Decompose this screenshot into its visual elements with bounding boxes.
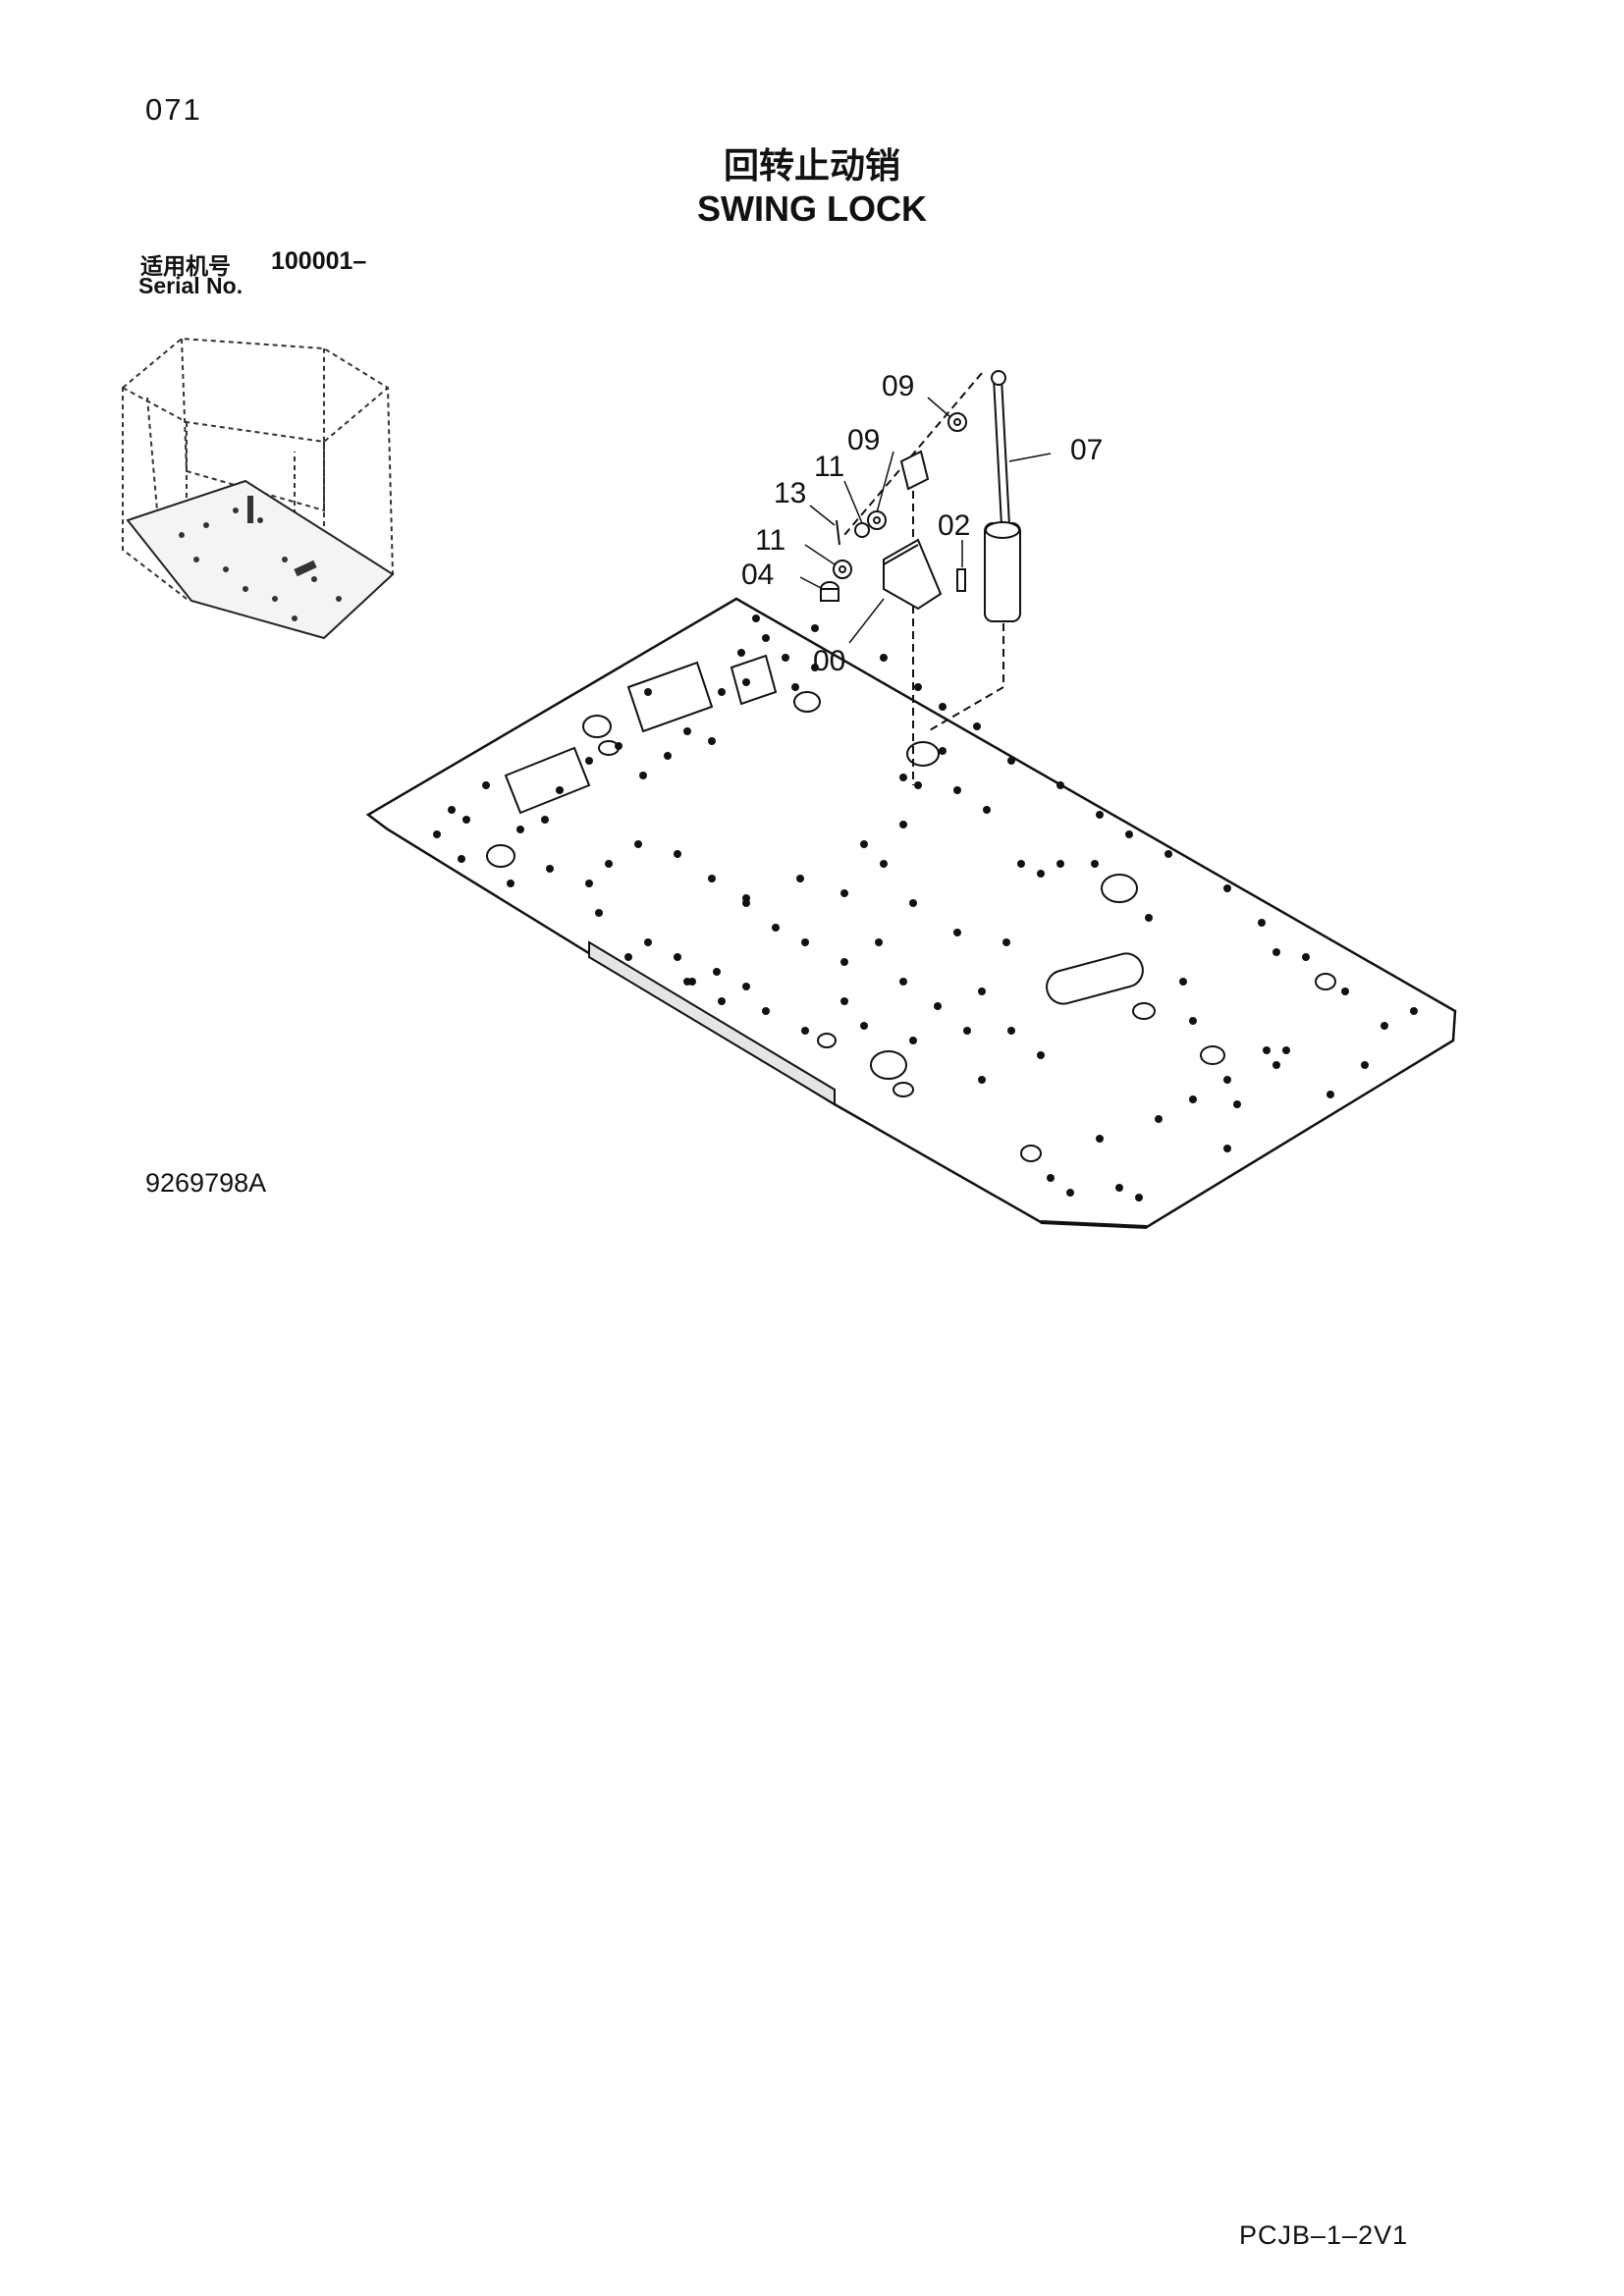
serial-number: 100001– — [271, 247, 367, 275]
cab-floor-plate — [126, 479, 395, 640]
serial-label-english: Serial No. — [138, 273, 244, 298]
callout-11-upper: 11 — [814, 451, 844, 483]
callout-00: 00 — [813, 645, 845, 677]
callout-leaders — [799, 397, 1052, 644]
page-number: 071 — [145, 92, 202, 127]
figure-code: 9269798A — [145, 1168, 267, 1198]
plate-holes — [433, 614, 1418, 1201]
page-title-chinese: 回转止动销 — [723, 146, 900, 187]
cab-floor-details — [179, 496, 342, 621]
callout-04: 04 — [741, 559, 774, 591]
callout-13: 13 — [774, 477, 806, 509]
callout-07: 07 — [1070, 434, 1103, 466]
callout-09-upper: 09 — [882, 370, 914, 402]
floor-plate — [365, 597, 1457, 1229]
callout-09-lower: 09 — [847, 424, 880, 456]
document-code: PCJB–1–2V1 — [1239, 2220, 1409, 2250]
callout-11-lower: 11 — [755, 524, 785, 557]
page-title-english: SWING LOCK — [697, 188, 927, 229]
serial-label-chinese: 适用机号 — [140, 254, 231, 280]
swing-lock-assembly — [820, 370, 1021, 785]
callout-02: 02 — [938, 509, 970, 542]
plate-cutouts — [486, 654, 1336, 1162]
